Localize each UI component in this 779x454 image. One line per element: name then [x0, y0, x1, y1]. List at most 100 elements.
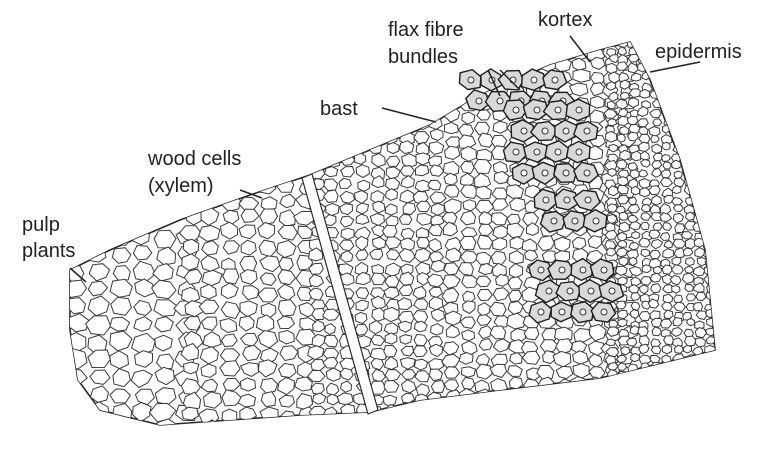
kortex-cell: [573, 69, 590, 82]
epidermis-cell: [696, 82, 705, 89]
epidermis-cell: [607, 101, 615, 109]
wood-cell: [92, 423, 108, 439]
leader-bast: [382, 108, 436, 122]
epidermis-cell: [674, 205, 684, 212]
epidermis-cell: [663, 294, 673, 303]
kortex-cell: [493, 45, 506, 56]
epidermis-cell: [661, 170, 671, 178]
epidermis-cell: [660, 83, 670, 90]
wood-cell: [115, 424, 133, 440]
kortex-cell: [509, 290, 522, 301]
epidermis-cell: [684, 127, 694, 136]
fibre-cell-lumen: [580, 309, 586, 315]
bast-cell: [431, 215, 444, 226]
kortex-cell: [540, 57, 556, 72]
bast-cell: [310, 155, 323, 166]
fibre-cell-lumen: [513, 107, 519, 113]
epidermis-cell: [705, 107, 717, 115]
epidermis-cell: [627, 116, 638, 125]
bast-cell: [368, 118, 382, 132]
epidermis-cell: [694, 107, 704, 115]
wood-cell: [89, 228, 107, 244]
epidermis-cell: [642, 38, 653, 47]
fibre-cell-lumen: [555, 107, 561, 113]
bast-cell: [385, 275, 399, 287]
kortex-cell: [524, 390, 541, 402]
epidermis-cell: [651, 284, 661, 293]
epidermis-cell: [694, 238, 705, 247]
epidermis-cell: [629, 243, 639, 250]
bast-cell: [417, 104, 429, 117]
kortex-cell: [441, 96, 459, 109]
kortex-cell: [622, 380, 635, 392]
label-wood-cells: wood cells: [147, 148, 241, 170]
epidermis-cell: [709, 64, 717, 72]
epidermis-cell: [673, 372, 683, 380]
fibre-cell-lumen: [567, 288, 573, 294]
fibre-cell-lumen: [601, 309, 607, 315]
bast-cell: [354, 120, 369, 133]
epidermis-cell: [606, 339, 615, 346]
fibre-cell-lumen: [572, 218, 578, 224]
epidermis-cell: [686, 81, 697, 91]
bast-cell: [416, 165, 429, 176]
epidermis-cell: [672, 286, 680, 294]
epidermis-cell: [639, 142, 650, 152]
epidermis-cell: [707, 171, 716, 179]
wood-cell: [222, 409, 237, 424]
fibre-cell-lumen: [559, 267, 565, 273]
fibre-cell-lumen: [584, 128, 590, 134]
epidermis-cell: [708, 187, 718, 194]
epidermis-cell: [707, 119, 716, 126]
epidermis-cell: [705, 345, 716, 354]
fibre-cell-lumen: [513, 149, 519, 155]
epidermis-cell: [630, 170, 640, 179]
epidermis-cell: [685, 284, 694, 291]
wood-cell: [221, 422, 237, 435]
fibre-cell-lumen: [576, 149, 582, 155]
epidermis-cell: [707, 318, 716, 326]
epidermis-cell: [662, 155, 671, 162]
bast-cell: [341, 228, 354, 240]
epidermis-cell: [638, 327, 648, 337]
epidermis-cell: [618, 277, 628, 285]
label-bast: bast: [320, 98, 358, 120]
bast-cell: [386, 405, 399, 418]
epidermis-cell: [629, 222, 640, 230]
epidermis-cell: [696, 125, 706, 133]
bast-cell: [327, 140, 341, 154]
fibre-cell-lumen: [521, 170, 527, 176]
epidermis-cell: [639, 170, 648, 177]
bast-cell: [341, 119, 355, 132]
bast-cell: [415, 405, 430, 418]
epidermis-cell: [696, 150, 704, 159]
epidermis-cell: [616, 160, 627, 169]
label-epidermis: epidermis: [655, 41, 742, 63]
kortex-cell: [605, 379, 620, 393]
epidermis-cell: [693, 303, 703, 311]
kortex-cell: [589, 393, 605, 404]
fibre-cell-lumen: [551, 218, 557, 224]
epidermis-cell: [705, 371, 715, 380]
epidermis-cell: [630, 310, 639, 319]
epidermis-cell: [617, 310, 627, 318]
fibre-cell-lumen: [588, 288, 594, 294]
epidermis-cell: [694, 134, 705, 144]
epidermis-cell: [697, 205, 705, 213]
epidermis-cell: [685, 73, 695, 82]
epidermis-cell: [663, 162, 671, 169]
kortex-cell: [554, 43, 572, 56]
fibre-cell-lumen: [534, 107, 540, 113]
fibre-cell-lumen: [534, 149, 540, 155]
kortex-cell: [462, 367, 476, 377]
epidermis-cell: [684, 98, 694, 107]
wood-cell: [240, 256, 257, 270]
epidermis-cell: [650, 371, 660, 381]
epidermis-cell: [685, 171, 696, 179]
kortex-cell: [459, 353, 473, 365]
wood-cell: [68, 421, 87, 436]
epidermis-cell: [673, 318, 682, 327]
epidermis-cell: [685, 336, 696, 346]
bast-cell: [341, 145, 356, 156]
